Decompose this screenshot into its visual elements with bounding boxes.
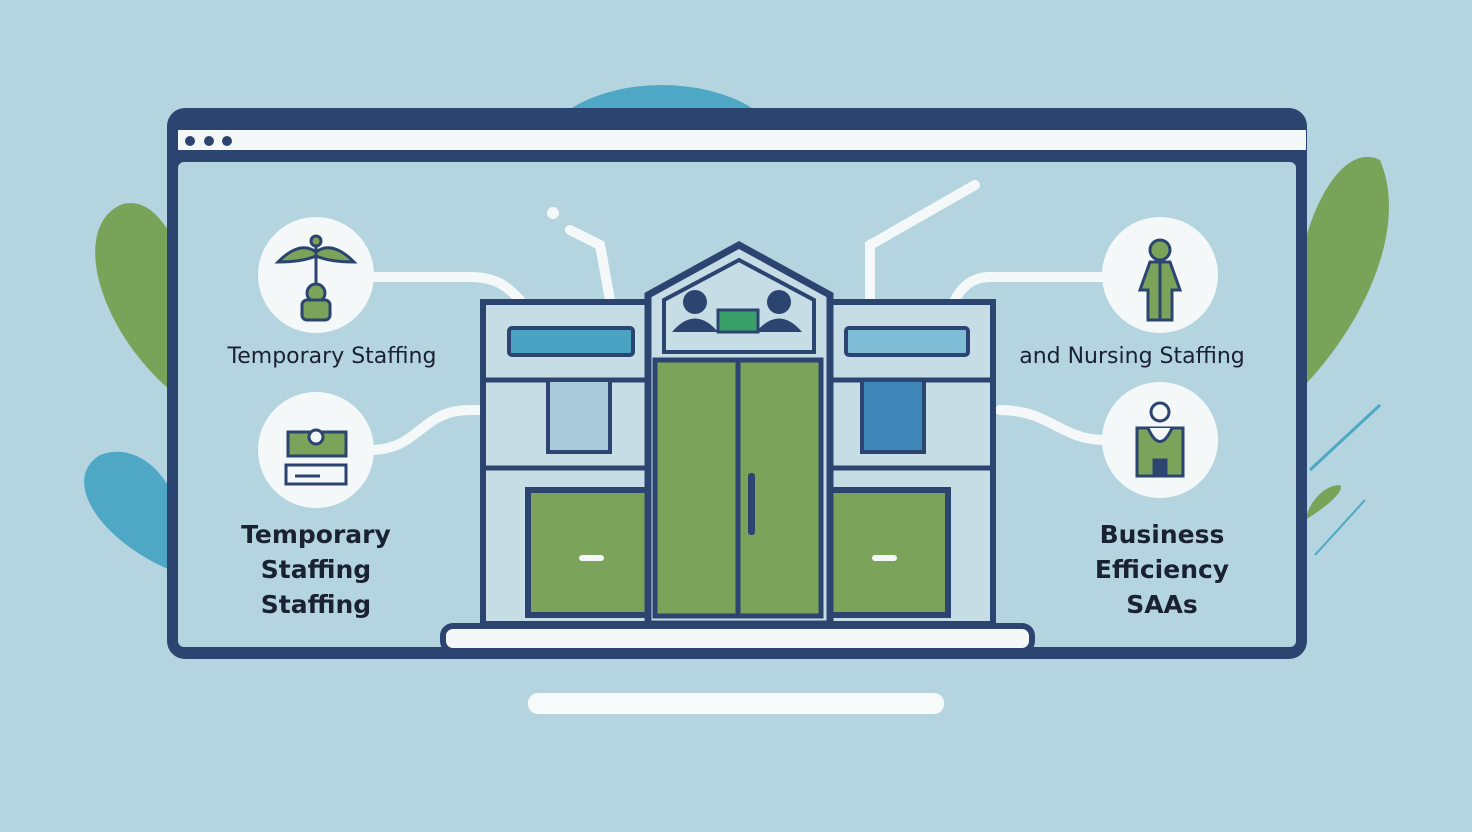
caduceus-icon — [274, 234, 358, 322]
nurse-gown-icon — [1137, 238, 1183, 322]
feature-left-bottom — [258, 392, 374, 508]
window-stand-bar — [528, 693, 944, 714]
window-dot[interactable] — [222, 136, 232, 146]
feature-left-top — [258, 217, 374, 333]
feature-title-line: SAAs — [1126, 590, 1198, 619]
feature-title-line: Temporary — [241, 520, 391, 549]
feature-title-line: Business — [1100, 520, 1225, 549]
cash-register-icon — [284, 428, 348, 486]
feature-right-bottom — [1102, 382, 1218, 498]
feature-title-line: Staffing — [261, 555, 371, 584]
decor-line — [1308, 403, 1382, 472]
leaf-right-icon — [1295, 156, 1389, 390]
feature-label-nursing-staffing: and Nursing Staffing — [1019, 344, 1245, 369]
feature-right-top — [1102, 217, 1218, 333]
window-dot[interactable] — [204, 136, 214, 146]
feature-title-line: Staffing — [261, 590, 371, 619]
connector-lines — [365, 180, 1110, 455]
feature-label-temporary-staffing: Temporary Staffing — [227, 344, 437, 369]
window-dot[interactable] — [185, 136, 195, 146]
decor-dot — [547, 207, 559, 219]
staff-badge-icon — [1135, 401, 1185, 478]
leaf-left-blue-icon — [84, 451, 180, 570]
decor-line — [1314, 499, 1366, 556]
feature-title-line: Efficiency — [1095, 555, 1229, 584]
building-illustration — [440, 241, 1035, 654]
leaf-right-small-icon — [1305, 485, 1341, 520]
